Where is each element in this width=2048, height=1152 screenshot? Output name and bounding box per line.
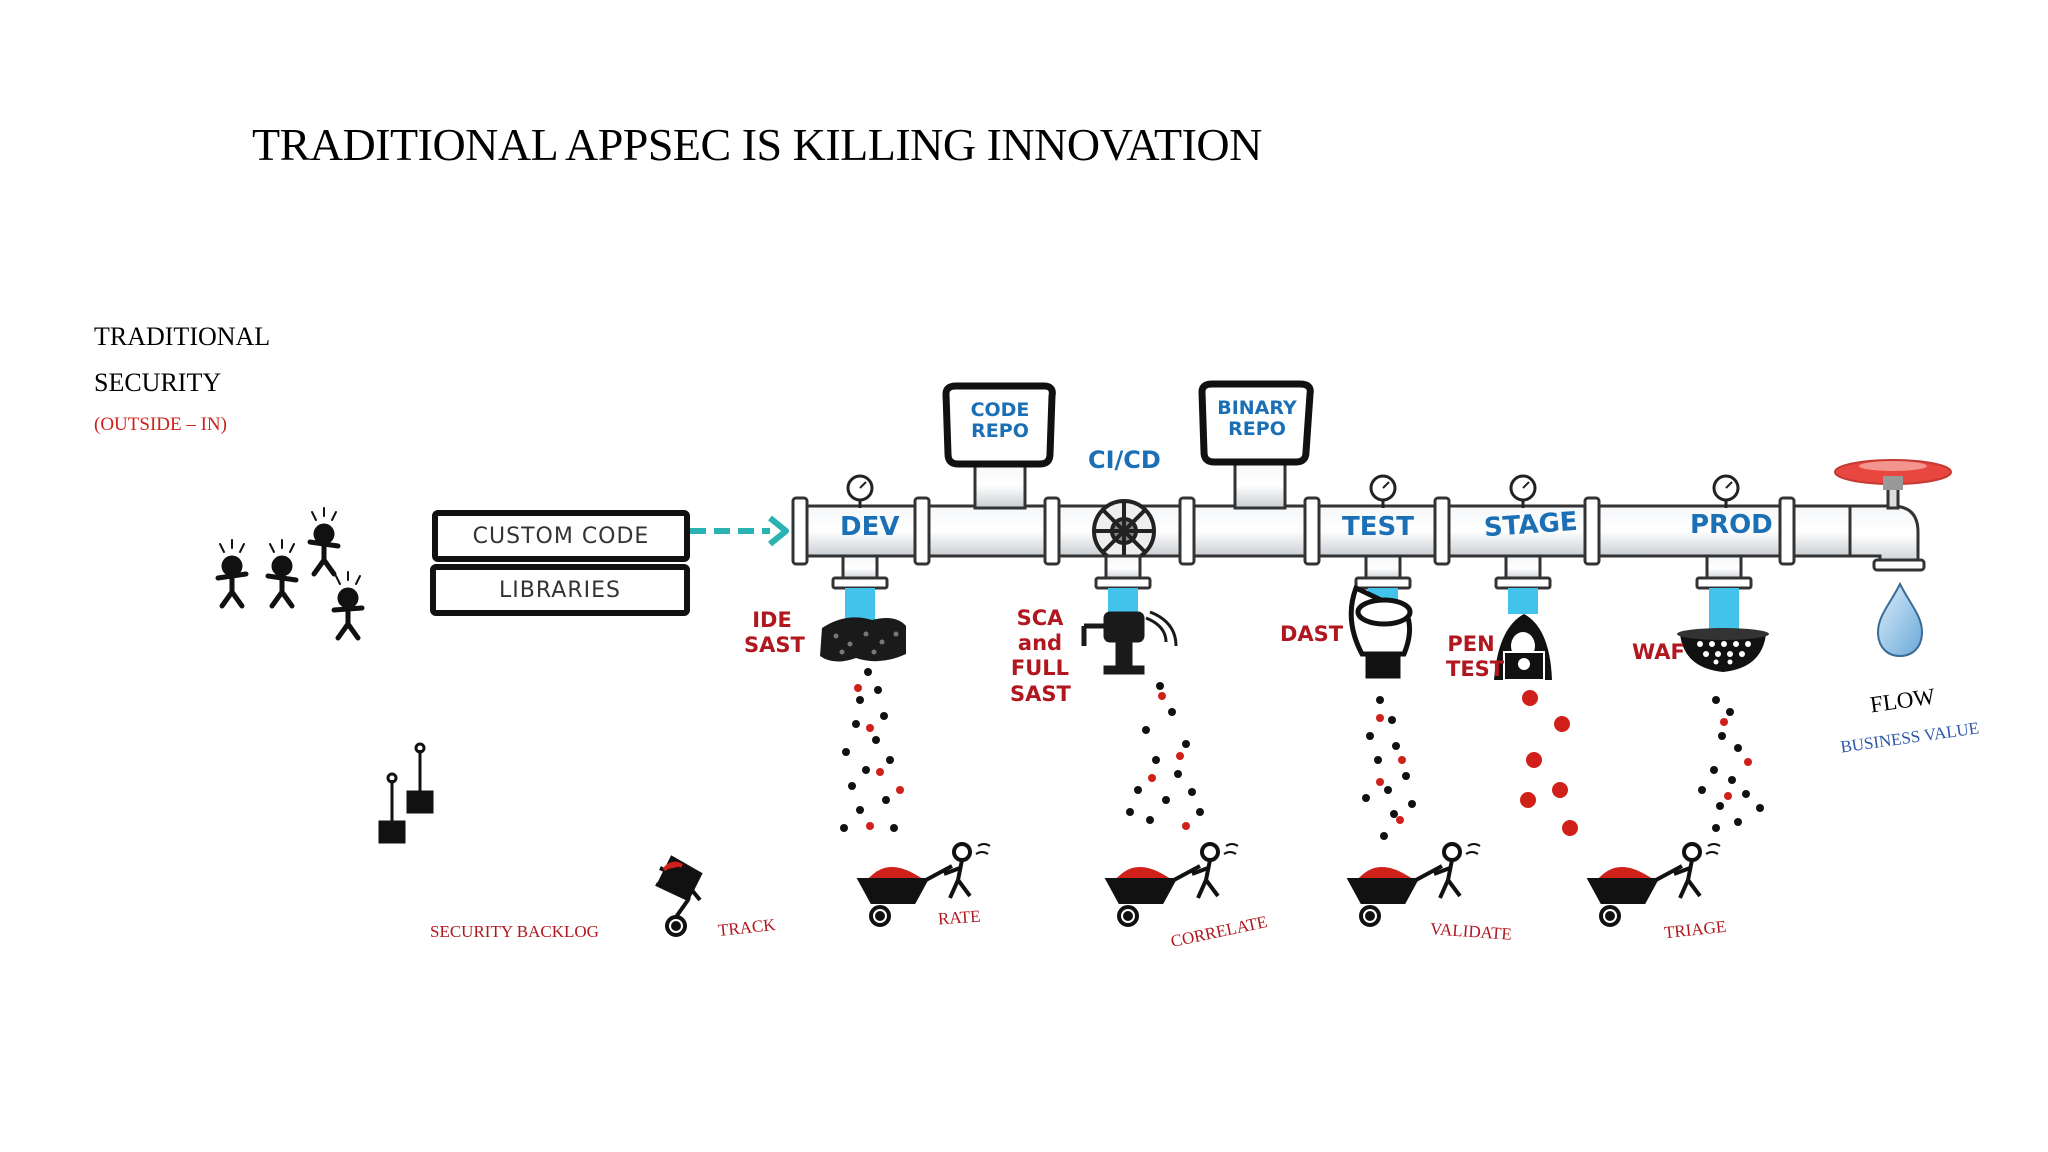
ide-sast-label: IDE SAST: [744, 608, 805, 658]
outside-in-label: (OUTSIDE – IN): [94, 414, 227, 435]
binary-repo-tank: [1198, 380, 1314, 466]
page-title: TRADITIONAL APPSEC IS KILLING INNOVATION: [252, 119, 1262, 170]
toilet-icon: [1348, 584, 1413, 679]
binary-repo-label-line2: REPO: [1228, 417, 1286, 440]
stage-test-label: TEST: [1342, 512, 1414, 542]
waf-label: WAF: [1632, 640, 1685, 664]
traditional-label: TRADITIONAL: [94, 322, 271, 351]
stage-dev-label: DEV: [840, 512, 900, 542]
binary-repo-label: BINARY REPO: [1216, 398, 1298, 440]
libraries-box: LIBRARIES: [430, 564, 690, 616]
ide-sast-label-line2: SAST: [744, 633, 805, 658]
falling-dots: [840, 668, 1764, 840]
tipped-wheelbarrow-icon: [655, 855, 703, 937]
water-drop-icon: [1876, 581, 1924, 658]
downpipe-flanges: [831, 576, 1753, 590]
sca-label-line2: and: [1017, 631, 1063, 656]
input-arrow: [690, 515, 789, 547]
dast-label: DAST: [1280, 622, 1344, 646]
colander-icon: [1677, 628, 1769, 672]
pipe-flanges: [791, 496, 1796, 566]
pressure-gauge-icons: [846, 474, 1740, 508]
binary-repo-label-line1: BINARY: [1217, 397, 1297, 419]
wheelbarrow-worker-icons: [856, 842, 1721, 927]
hacker-icon: [1494, 614, 1552, 681]
outlet-tap-icon: [1848, 486, 1926, 572]
sponge-icon: [820, 617, 906, 662]
ide-sast-label-line1: IDE: [752, 608, 792, 632]
downpipes: [841, 554, 1743, 582]
code-repo-label-line2: REPO: [971, 419, 1029, 442]
sca-label-line3: FULL: [1010, 656, 1070, 681]
code-repo-label-line1: CODE: [970, 399, 1030, 421]
sca-full-sast-label: SCA and FULL SAST: [1010, 606, 1071, 707]
security-backlog-label: SECURITY BACKLOG: [430, 922, 599, 941]
cicd-label: CI/CD: [1088, 446, 1161, 474]
stage-prod-label: PROD: [1690, 510, 1773, 540]
developer-figures-icon: [215, 507, 365, 641]
pen-test-label: PEN TEST: [1446, 632, 1505, 682]
meat-grinder-icon: [1081, 610, 1178, 675]
custom-code-box: CUSTOM CODE: [432, 510, 690, 562]
security-label: SECURITY: [94, 368, 222, 397]
rate-label: RATE: [937, 906, 982, 929]
code-repo-label: CODE REPO: [966, 400, 1034, 442]
pen-test-label-line1: PEN: [1447, 632, 1495, 656]
sca-label-line1: SCA: [1016, 606, 1064, 630]
sca-label-line4: SAST: [1010, 681, 1071, 706]
repo-risers: [973, 460, 1287, 510]
cicd-valve-wheel-icon: [1092, 499, 1156, 563]
code-repo-tank: [942, 382, 1056, 468]
pen-test-label-line2: TEST: [1446, 657, 1505, 682]
shovels-icon: [378, 742, 434, 844]
